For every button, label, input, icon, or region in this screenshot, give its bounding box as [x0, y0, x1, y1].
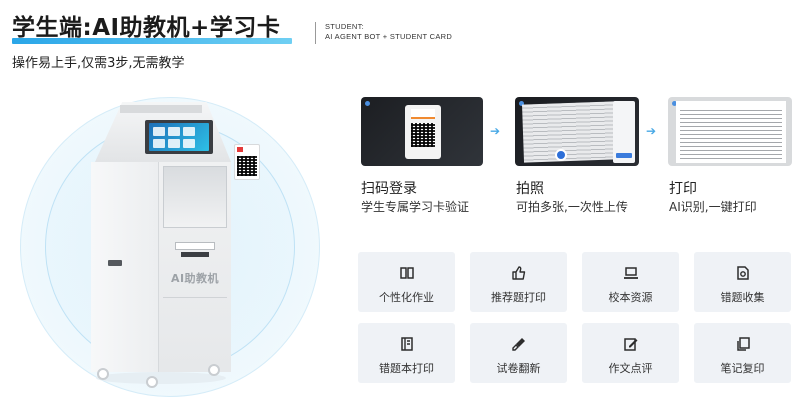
step-2-desc: 可拍多张,一次性上传 [516, 200, 628, 214]
kiosk-side-panel [91, 162, 159, 372]
document-text-lines [680, 107, 782, 159]
copy-icon [736, 337, 750, 351]
feature-mistake-book-print[interactable]: 错题本打印 [358, 323, 455, 383]
kiosk-wheel [208, 364, 220, 376]
indicator-dot-icon [672, 101, 677, 106]
step-1-desc: 学生专属学习卡验证 [361, 200, 470, 214]
step-print-image [668, 97, 792, 166]
kiosk-side-slot [108, 260, 122, 266]
kiosk-paper-slot [175, 242, 215, 250]
arrow-right-icon: ➔ [490, 124, 501, 138]
feature-label: 作文点评 [608, 362, 653, 375]
screen-tile [183, 139, 195, 148]
step-1-title: 扫码登录 [361, 181, 417, 197]
feature-label: 试卷翻新 [496, 362, 541, 375]
feature-mistake-collection[interactable]: 错题收集 [694, 252, 791, 312]
brush-icon [511, 338, 525, 351]
step-3-title: 打印 [669, 181, 697, 197]
feature-label: 错题收集 [720, 291, 765, 304]
student-card-logo [237, 147, 243, 152]
title-underline [12, 38, 292, 44]
arrow-right-icon: ➔ [646, 124, 657, 138]
english-title-line1: STUDENT: [325, 22, 365, 31]
feature-school-resources[interactable]: 校本资源 [582, 252, 679, 312]
kiosk-illustration: AI助教机 [0, 72, 345, 402]
feature-label: 错题本打印 [379, 362, 434, 375]
step-2-title: 拍照 [516, 181, 544, 197]
kiosk-output-tray [163, 166, 227, 228]
phone-header [411, 109, 435, 119]
screen-tile [168, 127, 180, 136]
feature-label: 推荐题打印 [491, 291, 546, 304]
laptop-icon [623, 267, 638, 279]
kiosk-shadow [96, 372, 226, 384]
feature-label: 个性化作业 [379, 291, 434, 304]
camera-shutter-icon [555, 149, 567, 161]
feature-essay-review[interactable]: 作文点评 [582, 323, 679, 383]
page-title: 学生端:AI助教机+学习卡 [12, 15, 281, 41]
kiosk-wheel [146, 376, 158, 388]
screen-tile [183, 127, 195, 136]
kiosk-brand-label: AI助教机 [170, 272, 220, 285]
step-scan-image [361, 97, 483, 166]
screen-tile [168, 139, 180, 148]
kiosk-card-reader [181, 252, 209, 257]
indicator-dot-icon [365, 101, 370, 106]
screen-tile [153, 127, 165, 136]
book-open-icon [399, 267, 414, 279]
header-divider [315, 22, 316, 44]
upload-button-icon [616, 153, 632, 158]
screen-tile [153, 139, 165, 148]
paper-document [522, 101, 616, 163]
indicator-dot-icon [519, 101, 524, 106]
thumbs-up-icon [511, 266, 525, 280]
kiosk-top-strip [120, 105, 202, 113]
feature-personalized-homework[interactable]: 个性化作业 [358, 252, 455, 312]
kiosk-cabinet-line [163, 297, 227, 298]
qr-code-icon [237, 156, 257, 176]
folder-collect-icon [736, 266, 749, 280]
english-title-line2: AI AGENT BOT + STUDENT CARD [325, 32, 453, 41]
kiosk-wheel [97, 368, 109, 380]
feature-label: 笔记复印 [720, 362, 765, 375]
feature-paper-renew[interactable]: 试卷翻新 [470, 323, 567, 383]
qr-code-icon [411, 123, 435, 147]
page-subtitle: 操作易上手,仅需3步,无需教学 [12, 56, 185, 71]
notebook-icon [400, 337, 413, 351]
edit-icon [623, 338, 637, 351]
feature-recommended-print[interactable]: 推荐题打印 [470, 252, 567, 312]
step-photo-image [515, 97, 639, 166]
feature-label: 校本资源 [608, 291, 653, 304]
feature-note-copy[interactable]: 笔记复印 [694, 323, 791, 383]
step-3-desc: AI识别,一键打印 [669, 200, 757, 214]
phone-panel [613, 101, 635, 163]
